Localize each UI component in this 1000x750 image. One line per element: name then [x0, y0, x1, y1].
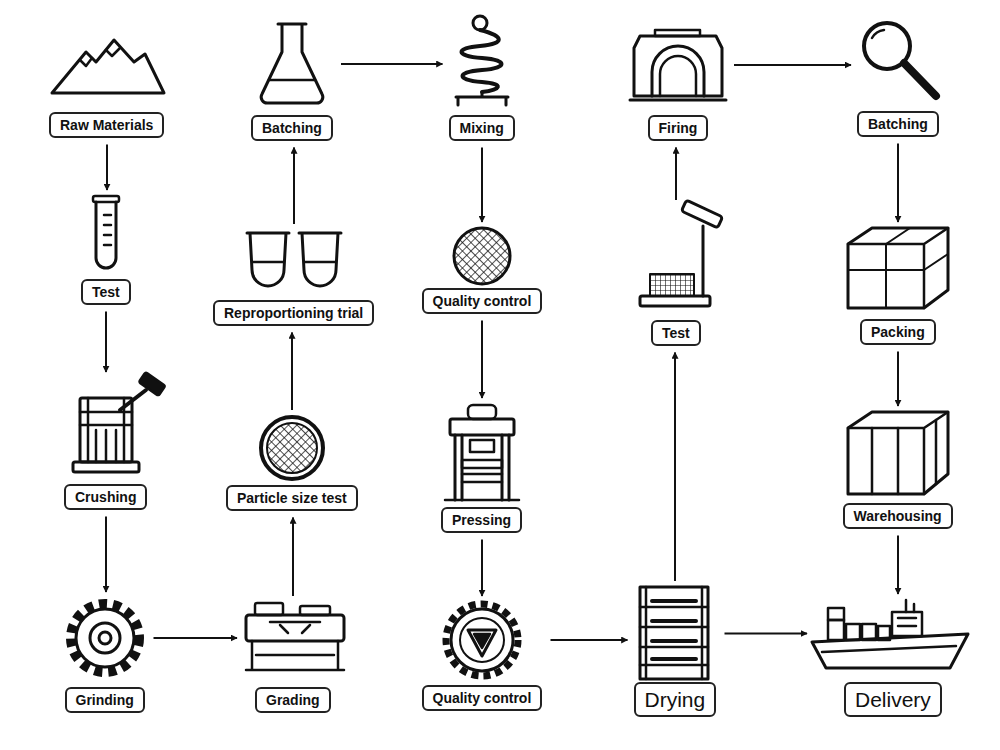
- flow-arrow: [106, 145, 108, 191]
- warehouse-box-icon: [848, 412, 948, 494]
- press-icon: [445, 405, 519, 500]
- process-step: Quality control: [422, 602, 543, 712]
- beakers-icon: [247, 233, 341, 286]
- crusher-icon: [73, 372, 165, 472]
- step-label: Test: [651, 320, 701, 347]
- sieve-icon: [261, 417, 323, 479]
- step-label: Particle size test: [226, 485, 358, 512]
- step-label: Crushing: [64, 484, 147, 511]
- process-step: Pressing: [441, 404, 523, 534]
- step-label: Reproportioning trial: [213, 300, 374, 327]
- process-step: Firing: [630, 28, 726, 142]
- ship-icon: [812, 600, 968, 668]
- flow-arrow: [725, 633, 808, 635]
- step-label: Packing: [860, 319, 936, 346]
- test-tube-icon: [93, 196, 119, 268]
- quality-badge-icon: [446, 604, 518, 676]
- process-step: Delivery: [813, 600, 973, 718]
- step-label: Mixing: [449, 115, 515, 142]
- step-label: Test: [81, 279, 131, 306]
- flow-arrow: [734, 64, 851, 66]
- drying-rack-icon: [640, 587, 708, 679]
- mixer-icon: [456, 16, 508, 105]
- step-label: Grinding: [65, 687, 145, 714]
- flow-arrow: [341, 63, 443, 65]
- step-label: Quality control: [422, 685, 543, 712]
- step-label: Firing: [648, 115, 709, 142]
- process-step: Reproportioning trial: [213, 230, 375, 327]
- process-step: Warehousing: [843, 412, 954, 530]
- process-step: Raw Materials: [49, 40, 165, 139]
- flow-arrow: [897, 352, 899, 407]
- mesh-ball-icon: [454, 228, 510, 284]
- flow-arrow: [897, 144, 899, 223]
- flow-arrow: [481, 540, 483, 597]
- flow-arrow: [293, 148, 295, 225]
- process-step: Grinding: [65, 598, 146, 714]
- step-label: Delivery: [844, 682, 942, 717]
- kiln-icon: [630, 30, 726, 100]
- process-step: Packing: [847, 228, 949, 346]
- grading-machine-icon: [246, 603, 344, 670]
- process-step: Crushing: [59, 378, 154, 511]
- flow-arrow: [551, 639, 628, 641]
- process-step: Batching: [251, 24, 333, 142]
- process-step: Mixing: [449, 16, 516, 142]
- step-label: Batching: [251, 115, 333, 142]
- process-step: Drying: [634, 587, 717, 718]
- flow-arrow: [674, 353, 676, 582]
- step-label: Pressing: [441, 507, 522, 534]
- step-label: Drying: [634, 682, 717, 717]
- step-label: Warehousing: [843, 503, 953, 530]
- step-label: Raw Materials: [49, 112, 164, 139]
- flask-icon: [261, 24, 323, 103]
- flow-arrow: [897, 536, 899, 595]
- flow-arrow: [154, 637, 238, 639]
- step-label: Grading: [255, 687, 331, 714]
- magnifier-icon: [864, 23, 936, 96]
- flow-arrow: [292, 518, 294, 597]
- flow-arrow: [105, 517, 107, 593]
- flow-arrow: [291, 333, 293, 411]
- process-step: Grading: [243, 602, 343, 714]
- scale-icon: [640, 200, 723, 306]
- step-label: Quality control: [422, 288, 543, 315]
- process-step: Quality control: [422, 228, 543, 315]
- process-step: Test: [633, 206, 719, 347]
- flow-arrow: [675, 148, 677, 201]
- flow-arrow: [481, 321, 483, 399]
- flow-arrow: [481, 148, 483, 223]
- gear-icon: [71, 604, 139, 672]
- flow-arrow: [105, 312, 107, 373]
- step-label: Batching: [857, 111, 939, 138]
- mountain-icon: [52, 40, 164, 93]
- process-step: Batching: [857, 22, 939, 138]
- process-step: Particle size test: [226, 416, 358, 512]
- package-icon: [848, 228, 948, 308]
- process-step: Test: [81, 196, 131, 306]
